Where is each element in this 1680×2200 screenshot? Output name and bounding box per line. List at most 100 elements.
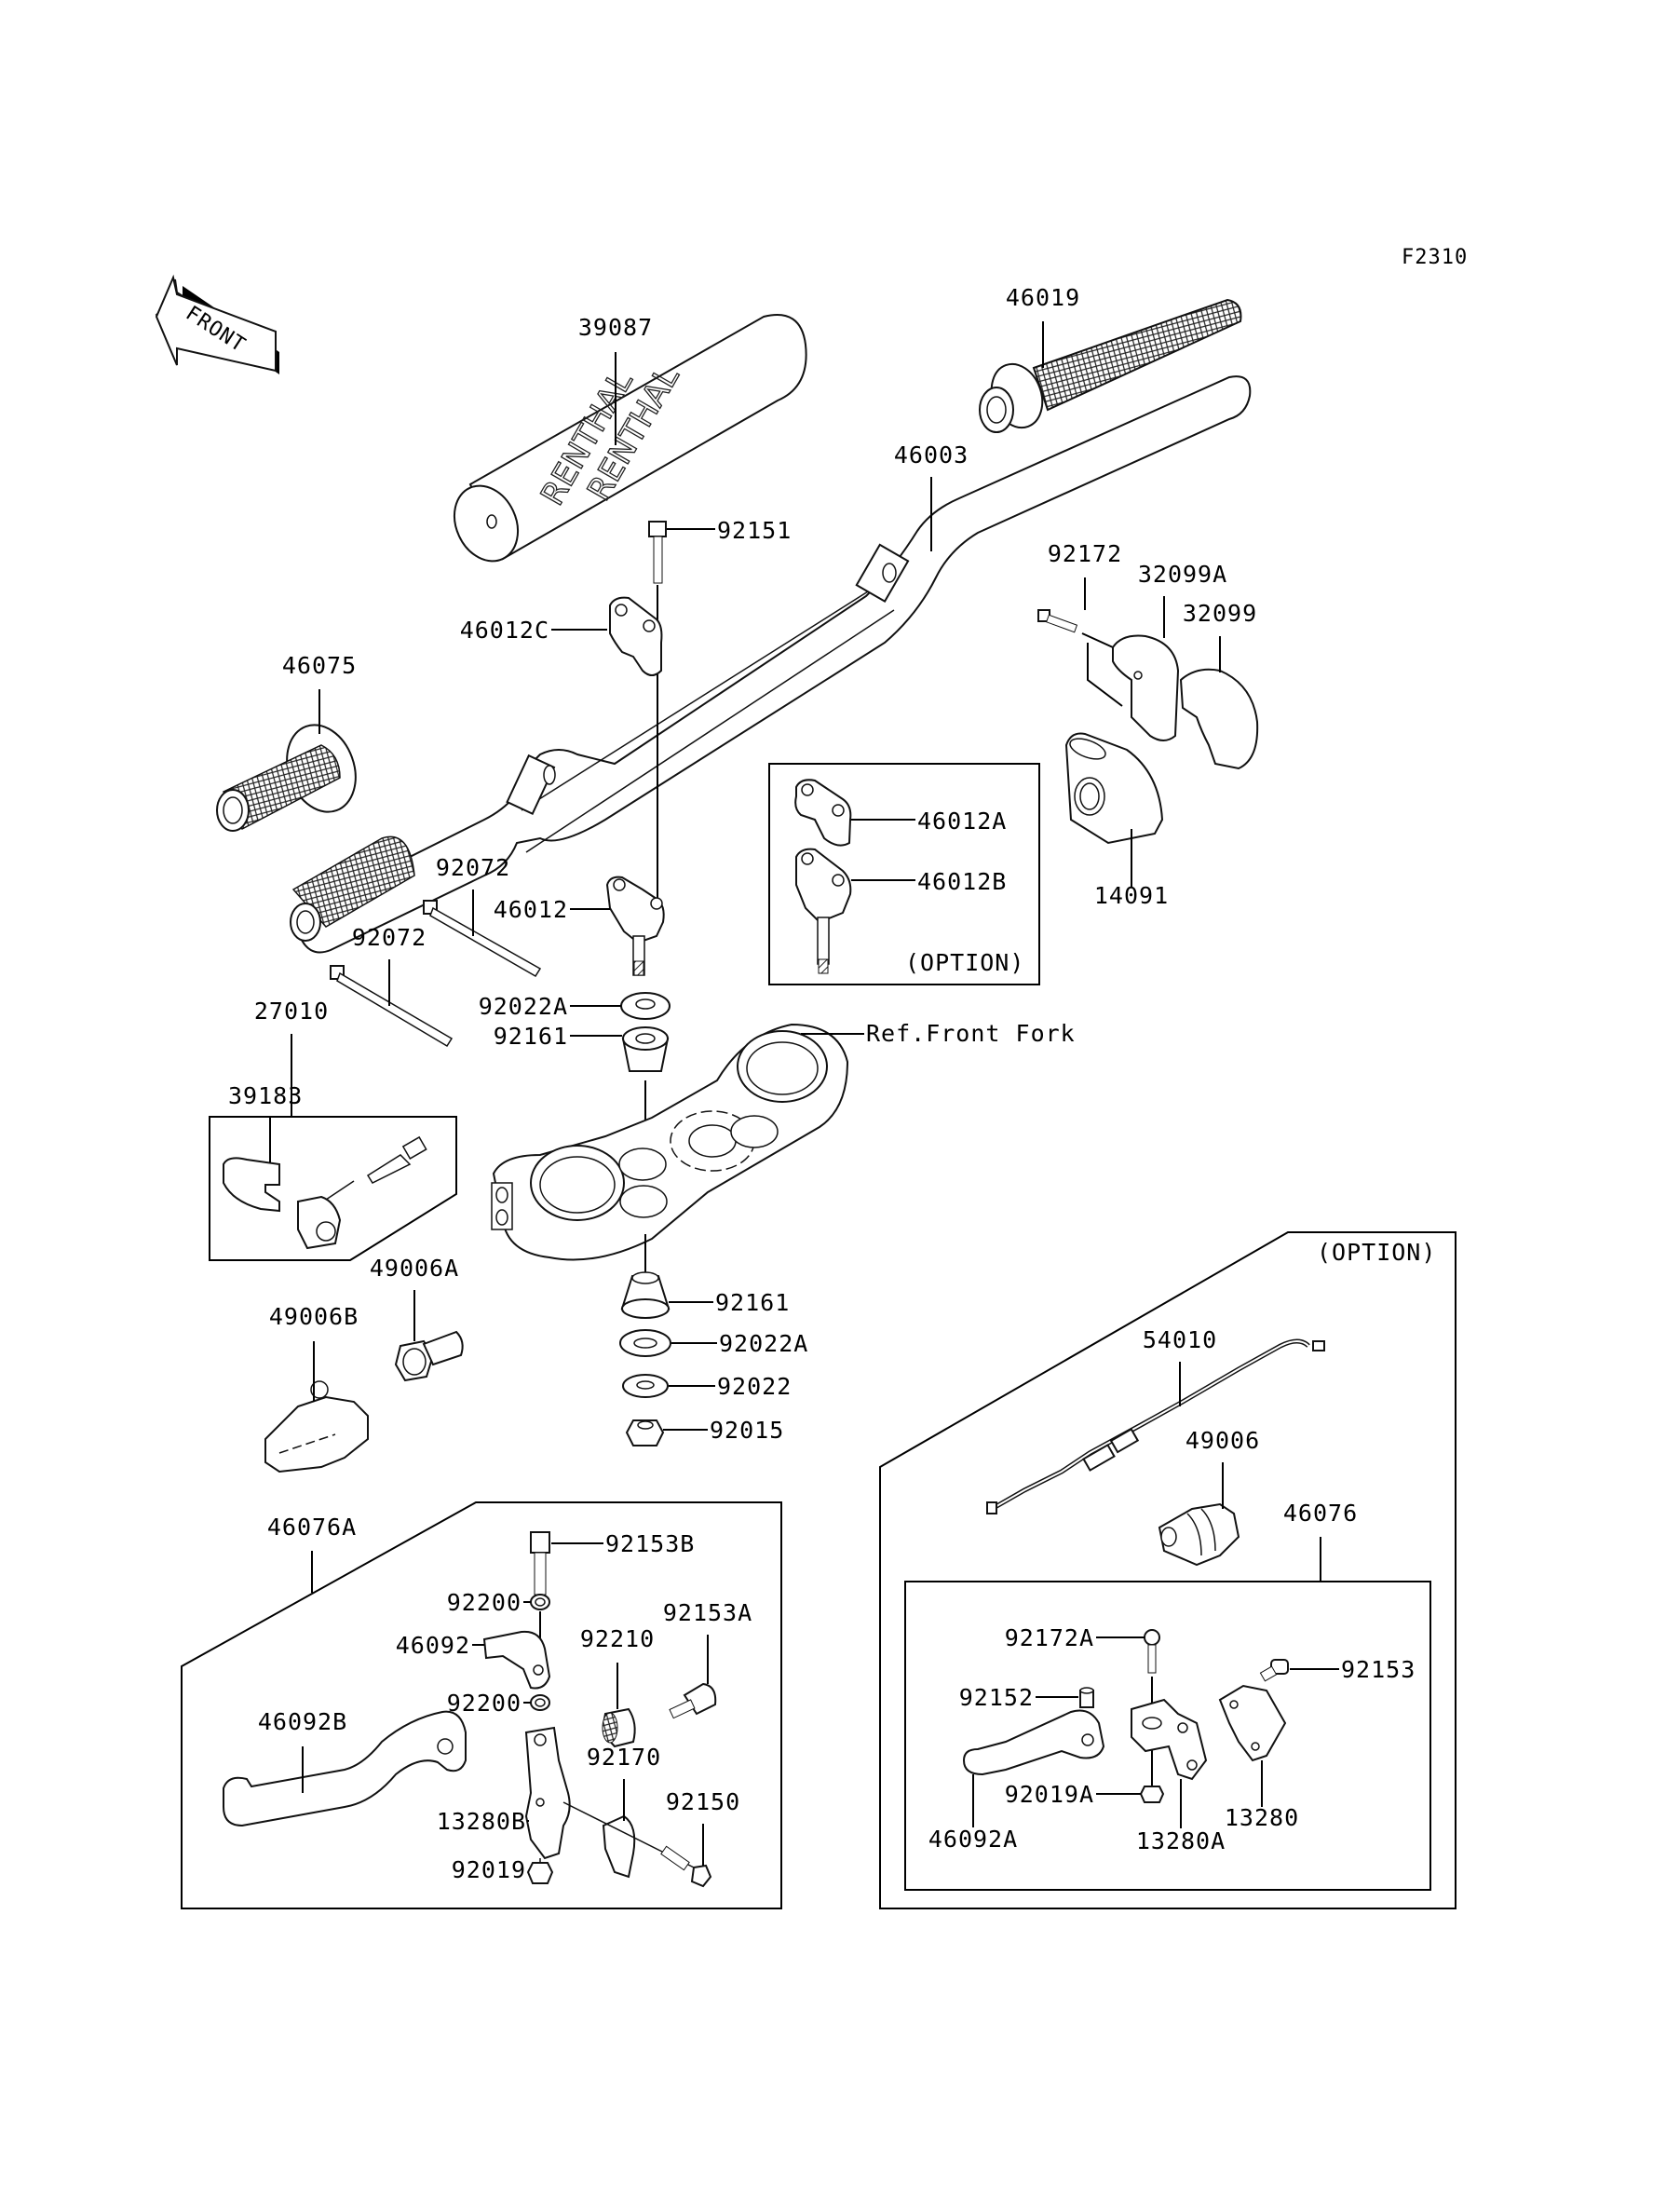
part-label-92072-upper[interactable]: 92072 [436, 854, 510, 881]
part-label-92022a-upper[interactable]: 92022A [479, 993, 568, 1020]
nut-92019 [526, 1858, 554, 1884]
part-label-13280b[interactable]: 13280B [437, 1808, 526, 1835]
hot-start-lever-46092a [962, 1709, 1105, 1776]
screw-92153 [1259, 1659, 1289, 1682]
screw-92172 [1037, 609, 1078, 633]
part-label-32099[interactable]: 32099 [1183, 600, 1257, 627]
part-label-39087[interactable]: 39087 [578, 314, 653, 341]
part-label-92015[interactable]: 92015 [710, 1417, 784, 1444]
triple-clamp [491, 1023, 849, 1261]
handlebar-clamp-46012c [609, 596, 663, 676]
option-label-clamps: (OPTION) [905, 949, 1024, 976]
screw-92153a [669, 1682, 717, 1719]
option-box-hot-start [879, 1231, 1456, 1909]
part-label-92153[interactable]: 92153 [1341, 1656, 1416, 1683]
part-label-92152[interactable]: 92152 [959, 1684, 1034, 1711]
part-label-92072-lower[interactable]: 92072 [352, 924, 427, 951]
part-label-46012a[interactable]: 46012A [917, 808, 1007, 835]
part-label-46076[interactable]: 46076 [1283, 1500, 1358, 1527]
handlebar-pad: RENTHAL RENTHAL [453, 314, 807, 563]
brake-lever-46092b [223, 1710, 467, 1827]
part-label-49006a[interactable]: 49006A [370, 1255, 459, 1282]
left-grip [216, 724, 357, 832]
part-label-32099a[interactable]: 32099A [1138, 561, 1227, 588]
switch-assembly-box [209, 1116, 457, 1261]
hot-start-holder-13280a [1131, 1698, 1208, 1781]
part-label-92172a[interactable]: 92172A [1005, 1624, 1094, 1651]
front-direction-arrow-icon: FRONT [155, 274, 279, 374]
clutch-lever-box [181, 1501, 782, 1909]
part-label-92210[interactable]: 92210 [580, 1625, 655, 1652]
part-label-46003[interactable]: 46003 [894, 441, 969, 469]
part-label-92200-upper[interactable]: 92200 [447, 1589, 522, 1616]
cable-adjuster-49006a [394, 1330, 464, 1382]
lever-holder-13280b [524, 1726, 571, 1860]
bolt-92151 [648, 521, 667, 584]
part-label-46012b[interactable]: 46012B [917, 868, 1007, 895]
part-label-39183[interactable]: 39183 [228, 1082, 303, 1109]
cable-tie-upper [423, 900, 542, 978]
washer-92200-upper [530, 1594, 550, 1610]
part-label-92151[interactable]: 92151 [717, 517, 792, 544]
nut-92015 [625, 1419, 665, 1446]
bushing-92161-upper [621, 1026, 670, 1072]
part-label-92019[interactable]: 92019 [452, 1856, 526, 1883]
screw-92172a [1144, 1629, 1160, 1674]
riser-46012 [605, 876, 665, 976]
part-label-46019[interactable]: 46019 [1006, 284, 1080, 311]
part-label-46076a[interactable]: 46076A [267, 1514, 357, 1541]
throttle-grip [979, 298, 1242, 433]
part-label-92200-lower[interactable]: 92200 [447, 1690, 522, 1717]
nut-92019a [1139, 1786, 1165, 1803]
part-label-92170[interactable]: 92170 [587, 1744, 661, 1771]
hot-start-clamp-13280 [1218, 1684, 1287, 1762]
figure-id: F2310 [1402, 246, 1468, 269]
part-label-14091[interactable]: 14091 [1094, 882, 1169, 909]
bolt-92150 [660, 1845, 712, 1888]
part-label-46092[interactable]: 46092 [396, 1632, 470, 1659]
kill-switch [297, 1135, 427, 1250]
throttle-cover-14091 [1064, 732, 1164, 845]
part-label-46092a[interactable]: 46092A [928, 1826, 1018, 1853]
lever-cover-49006b [264, 1380, 369, 1473]
handlebar [290, 375, 1252, 954]
part-label-46075[interactable]: 46075 [282, 652, 357, 679]
part-label-92022[interactable]: 92022 [717, 1373, 792, 1400]
bolt-92153b [530, 1531, 550, 1596]
part-label-92153b[interactable]: 92153B [605, 1530, 695, 1557]
part-label-92153a[interactable]: 92153A [663, 1599, 752, 1626]
part-label-46092b[interactable]: 46092B [258, 1708, 347, 1735]
clamp-46012a [794, 779, 852, 847]
part-label-46012[interactable]: 46012 [494, 896, 568, 923]
collar-92152 [1079, 1687, 1094, 1708]
washer-92200-lower [530, 1694, 550, 1711]
part-label-49006b[interactable]: 49006B [269, 1303, 359, 1330]
hot-start-lever-box [904, 1581, 1431, 1891]
part-label-54010[interactable]: 54010 [1143, 1326, 1217, 1353]
part-label-92172[interactable]: 92172 [1048, 540, 1122, 567]
washer-92022 [622, 1374, 669, 1398]
cable-54010 [986, 1338, 1325, 1514]
riser-46012b [795, 848, 852, 974]
part-label-92019a[interactable]: 92019A [1005, 1781, 1094, 1808]
part-label-49006[interactable]: 49006 [1185, 1427, 1260, 1454]
reference-label-front-fork[interactable]: Ref.Front Fork [866, 1020, 1076, 1047]
part-label-13280a[interactable]: 13280A [1136, 1827, 1226, 1854]
part-label-46012c[interactable]: 46012C [460, 617, 549, 644]
part-label-92022a-lower[interactable]: 92022A [719, 1330, 808, 1357]
washer-92022a-lower [619, 1329, 671, 1357]
housing-32099a [1112, 634, 1180, 741]
option-box-clamps [768, 763, 1040, 985]
part-label-92161-upper[interactable]: 92161 [494, 1023, 568, 1050]
cable-tie-lower [330, 965, 454, 1048]
option-label-hot-start: (OPTION) [1317, 1239, 1436, 1266]
lever-46092 [482, 1630, 551, 1690]
bushing-92161-lower [620, 1271, 671, 1319]
part-label-92150[interactable]: 92150 [666, 1788, 740, 1815]
leader-92172-guide [1081, 632, 1123, 707]
part-label-13280[interactable]: 13280 [1225, 1804, 1299, 1831]
part-label-92161-lower[interactable]: 92161 [715, 1289, 790, 1316]
part-label-27010[interactable]: 27010 [254, 998, 329, 1025]
hot-start-lever-cover-49006 [1158, 1502, 1240, 1567]
